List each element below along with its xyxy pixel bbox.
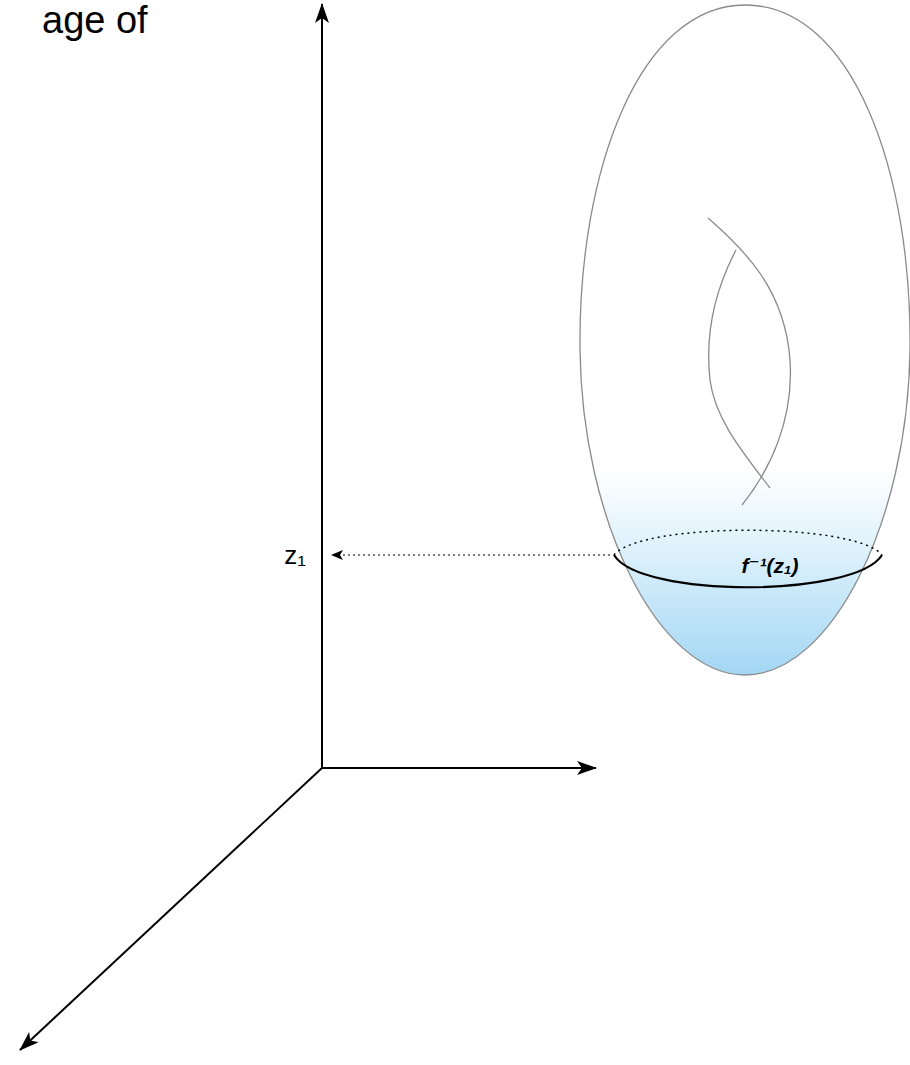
torus-hole-upper (708, 218, 790, 505)
z-axis (321, 4, 323, 768)
torus-outline (580, 5, 910, 675)
level-set-back (614, 530, 882, 555)
axis-value: z₁ (284, 541, 306, 570)
x-axis (20, 768, 322, 1050)
level-set-front (614, 555, 882, 587)
level-set-label: f⁻¹(z₁) (742, 554, 799, 577)
heading-fragment: age of (42, 0, 148, 42)
torus-surface (570, 5, 910, 685)
y-axis (322, 767, 596, 769)
axes (20, 4, 596, 1050)
projection-arrow (332, 554, 610, 556)
torus-hole-lower (709, 250, 770, 488)
